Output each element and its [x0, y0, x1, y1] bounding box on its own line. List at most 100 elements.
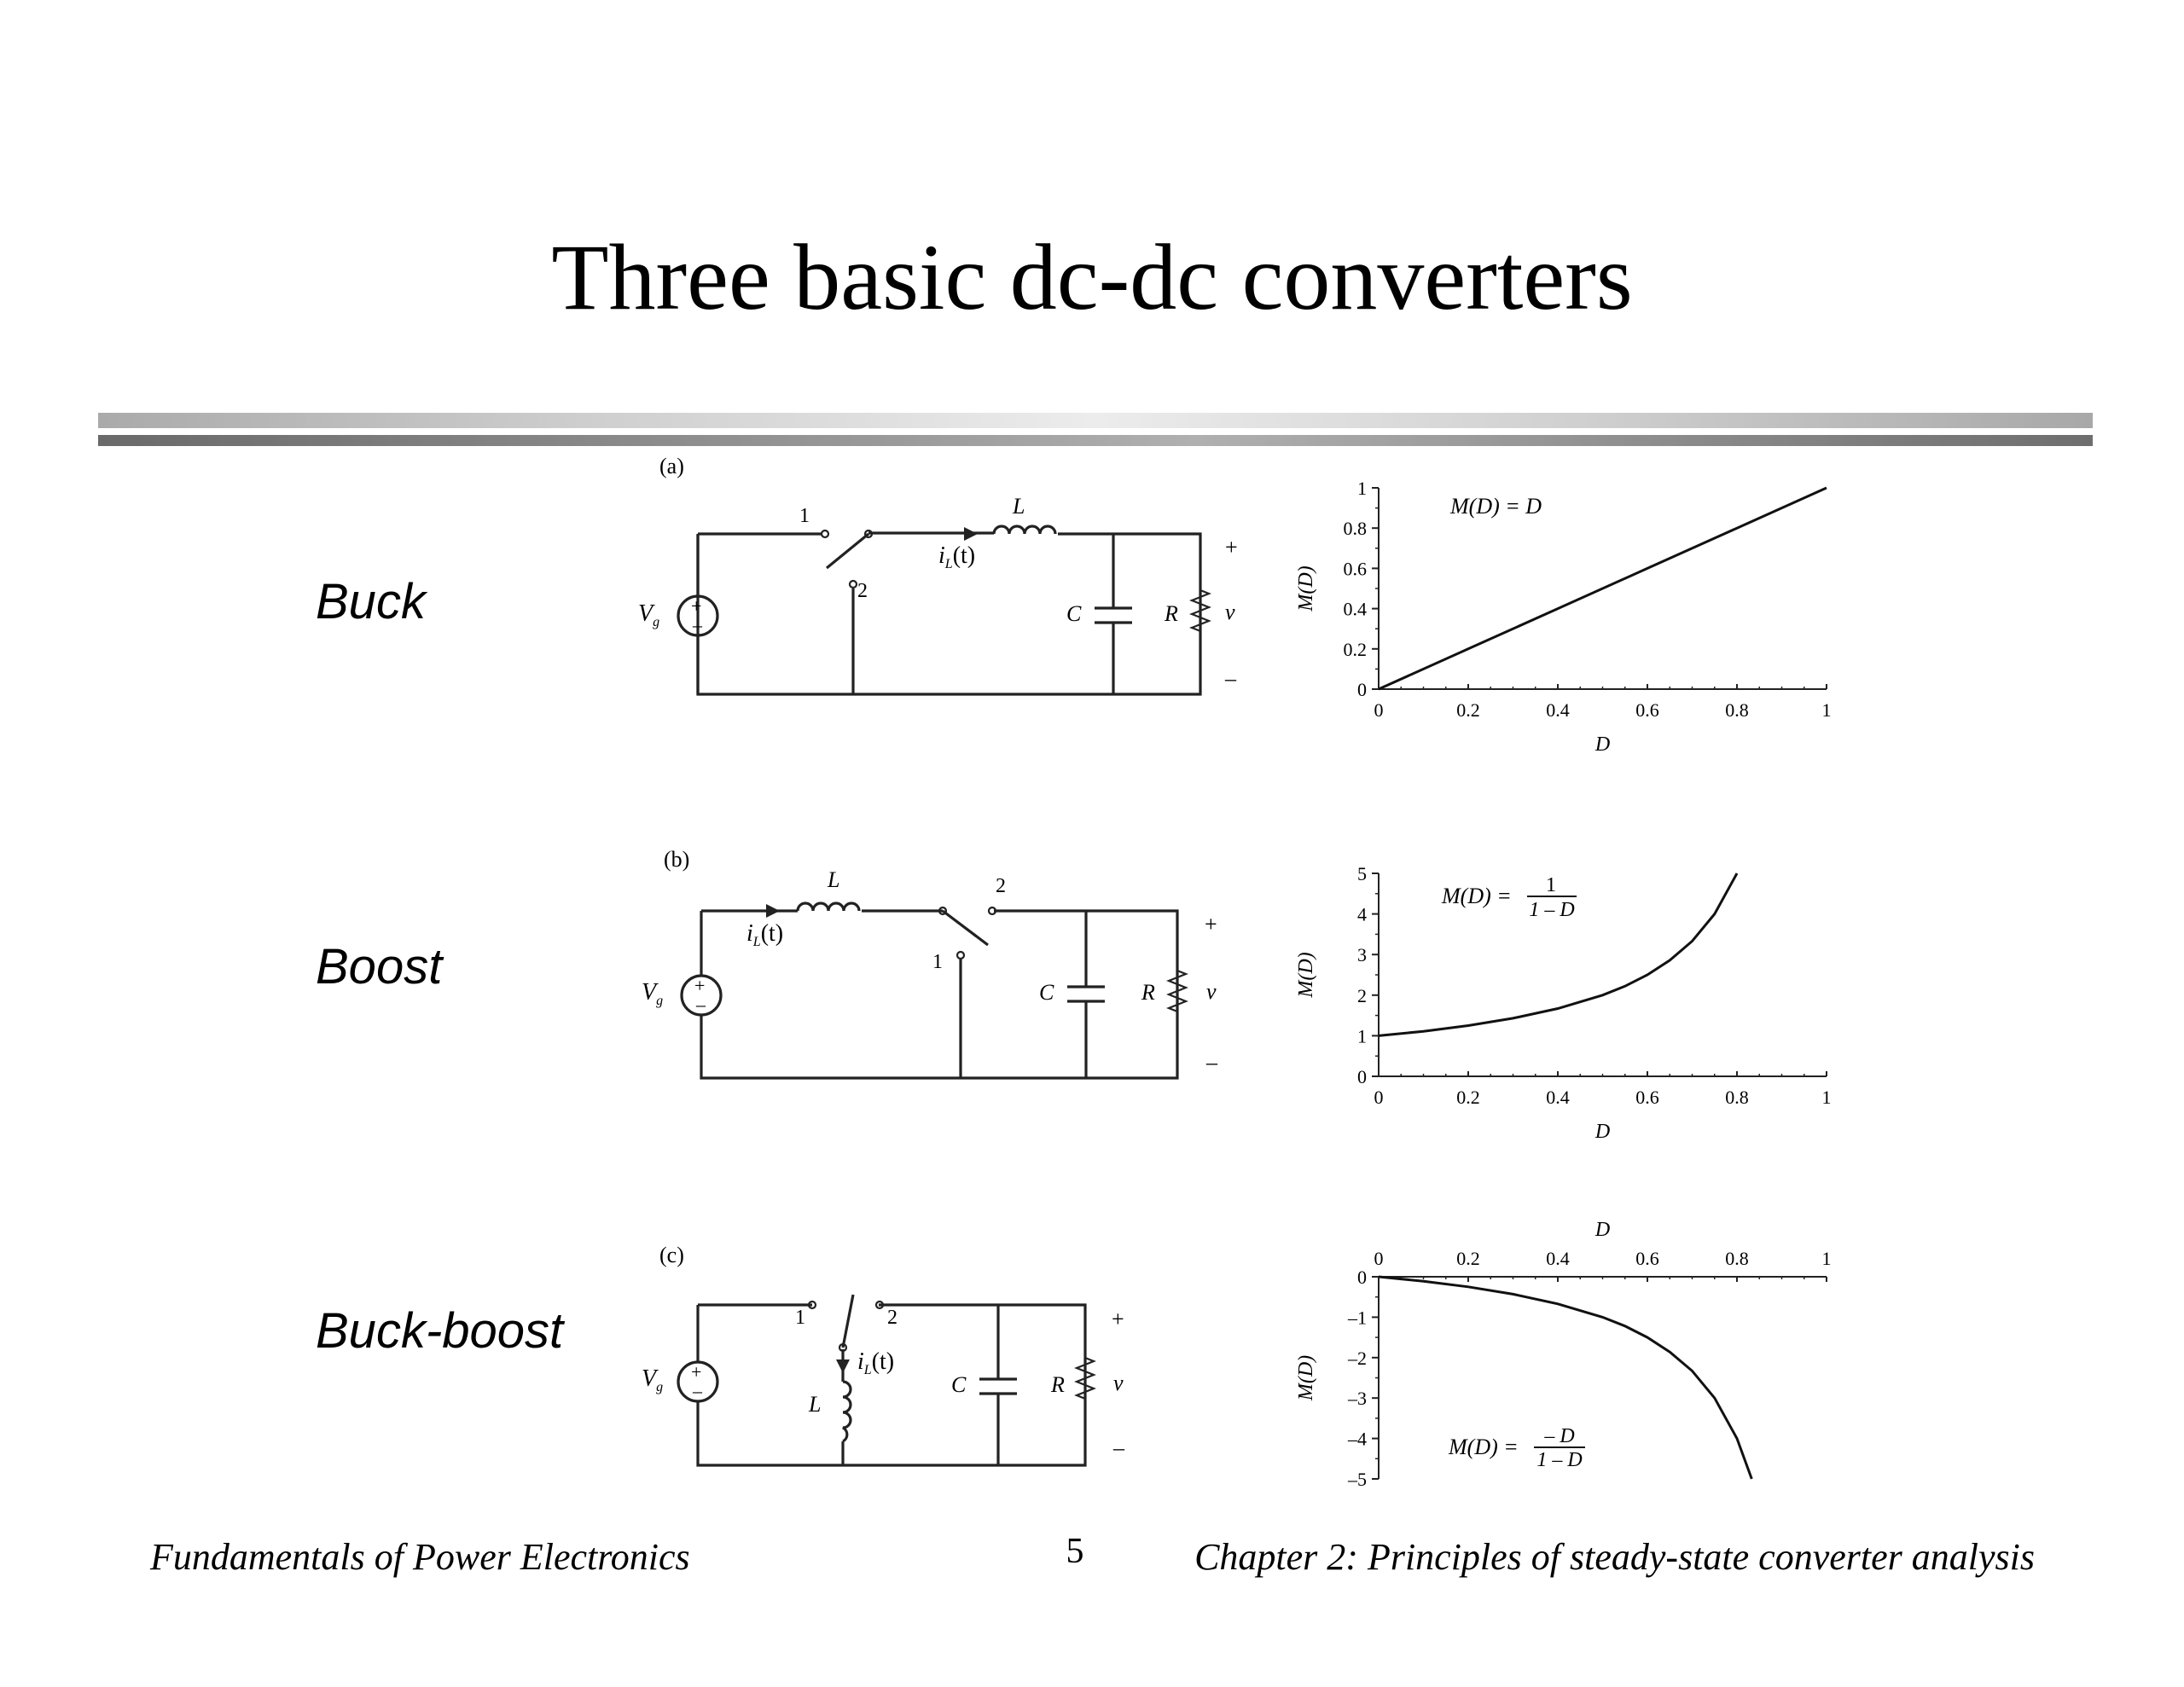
x-tick-label: 0.8: [1725, 1248, 1749, 1269]
annotation-numerator: – D: [1543, 1425, 1574, 1447]
source-plus: +: [691, 1361, 701, 1383]
annotation-numerator: 1: [1546, 874, 1556, 896]
current-label: iL(t): [746, 920, 783, 949]
switch-contact: [820, 529, 830, 539]
series-line: [1378, 1275, 1753, 1480]
source-minus: –: [692, 1380, 703, 1401]
switch-contact: [848, 579, 858, 589]
y-tick-label: 0.8: [1344, 518, 1368, 539]
slide-title: Three basic dc-dc converters: [551, 225, 1633, 329]
footer-chapter-title: Chapter 2: Principles of steady-state co…: [1194, 1536, 2035, 1578]
source-plus: +: [694, 975, 705, 996]
x-tick-label: 0.6: [1635, 1248, 1659, 1269]
switch-blade: [841, 1294, 855, 1348]
voltage-source: [680, 974, 723, 1017]
switch-contact: [807, 1300, 817, 1310]
voltage-source: [677, 594, 719, 637]
resistor-label: R: [1141, 980, 1155, 1005]
x-tick-label: 0.4: [1546, 1087, 1570, 1108]
y-tick-label: 5: [1357, 863, 1367, 884]
x-tick-label: 0.4: [1546, 699, 1570, 721]
series-line: [1378, 486, 1827, 691]
output-plus: +: [1225, 535, 1238, 559]
series-line: [1378, 872, 1739, 1037]
x-tick-label: 0: [1374, 1087, 1384, 1108]
y-tick-label: 1: [1357, 478, 1367, 499]
y-tick-label: 2: [1357, 985, 1367, 1006]
x-tick-label: 0.8: [1725, 1087, 1749, 1108]
y-tick-label: 1: [1357, 1025, 1367, 1046]
voltage-source: [677, 1360, 719, 1403]
current-arrow: [836, 1359, 850, 1373]
output-minus: –: [1112, 1435, 1125, 1460]
source-minus: –: [695, 994, 706, 1015]
output-plus: +: [1205, 912, 1217, 936]
x-tick-label: 0.8: [1725, 699, 1749, 721]
y-tick-label: –5: [1347, 1469, 1367, 1490]
resistor: [1166, 911, 1188, 1078]
switch-label-2: 2: [857, 580, 868, 602]
page-number: 5: [1066, 1532, 1084, 1571]
output-plus: +: [1112, 1307, 1124, 1331]
switch-label-1: 1: [795, 1307, 805, 1329]
title-divider-light: [98, 413, 2093, 428]
x-tick-label: 0.2: [1456, 1087, 1480, 1108]
inductor: [796, 901, 861, 912]
inductor-label: L: [827, 867, 839, 892]
y-tick-label: 3: [1357, 944, 1367, 965]
circuit-tag: (c): [659, 1243, 684, 1267]
y-tick-label: 0: [1357, 679, 1367, 700]
capacitor-label: C: [1066, 601, 1082, 626]
switch-contact: [863, 529, 874, 539]
resistor-label: R: [1164, 601, 1178, 626]
y-tick-label: 0.2: [1344, 639, 1368, 660]
x-tick-label: 1: [1822, 1248, 1832, 1269]
x-tick-label: 0: [1374, 699, 1384, 721]
annotation-denominator: 1 – D: [1536, 1449, 1582, 1471]
row-label-buck: Buck: [316, 574, 426, 629]
inductor-label: L: [808, 1392, 821, 1417]
circuit-tag: (a): [659, 454, 684, 478]
output-label: v: [1225, 600, 1235, 624]
source-plus: +: [691, 595, 701, 617]
y-tick-label: –3: [1347, 1388, 1367, 1409]
row-label-boost: Boost: [316, 939, 443, 994]
buck-boost-circuit: (c) 1 2 iL(t) L + – Vg C R + v –: [642, 1243, 1125, 1467]
y-tick-label: 0: [1357, 1066, 1367, 1087]
inductor: [842, 1380, 852, 1443]
switch-blade: [942, 909, 989, 947]
source-minus: –: [692, 614, 703, 635]
switch-contact: [938, 906, 948, 916]
switch-label-1: 1: [799, 505, 810, 527]
y-tick-label: 0: [1357, 1267, 1367, 1288]
title-divider-dark: [98, 435, 2093, 446]
x-axis-label: D: [1594, 733, 1610, 756]
switch-blade: [825, 532, 870, 570]
annotation-lhs: M(D) =: [1441, 884, 1512, 908]
switch-contact: [956, 950, 966, 960]
capacitor-label: C: [951, 1372, 967, 1397]
buck-circuit: (a) 1 2 iL(t) L + – Vg C R + v –: [638, 454, 1238, 696]
switch-label-1: 1: [932, 951, 943, 973]
resistor: [1074, 1305, 1096, 1465]
output-label: v: [1113, 1371, 1124, 1395]
annotation-denominator: 1 – D: [1529, 899, 1574, 921]
current-arrow: [964, 527, 978, 541]
x-tick-label: 0.2: [1456, 699, 1480, 721]
x-tick-label: 0: [1374, 1248, 1384, 1269]
inductor-label: L: [1012, 494, 1025, 519]
resistor-label: R: [1050, 1372, 1065, 1397]
y-axis-label: M(D): [1295, 952, 1317, 998]
source-label: Vg: [642, 1365, 663, 1394]
capacitor-label: C: [1039, 980, 1054, 1005]
x-tick-label: 1: [1822, 699, 1832, 721]
chart-annotation: M(D) = 1 1 – D: [1441, 874, 1577, 921]
resistor: [1189, 534, 1211, 694]
y-axis-label: M(D): [1295, 565, 1317, 612]
boost-circuit: (b) 2 1 iL(t) L + – Vg C R + v –: [642, 847, 1218, 1080]
switch-contact: [987, 906, 997, 916]
